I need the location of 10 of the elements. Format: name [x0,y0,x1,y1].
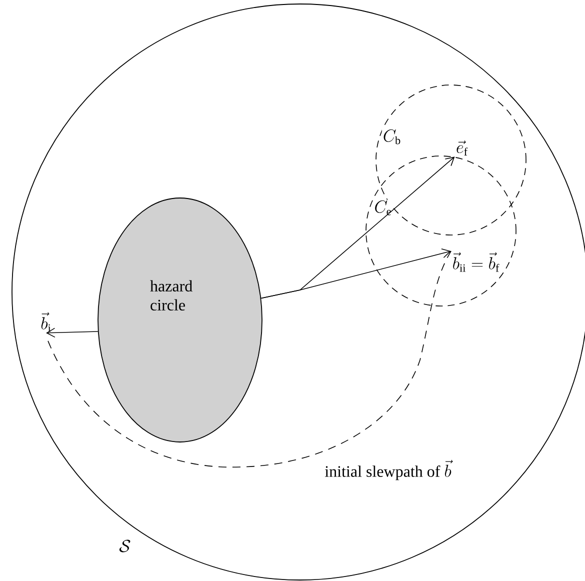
edge-label: $\mbox{initial slewpath of }\vec{b}$ [324,458,453,482]
circle-label: $C_{\mathrm{e}}$ [373,200,393,216]
region-label: $\mathcal{S}$ [119,540,130,552]
arrow [46,328,98,338]
circle-label: $C_{\mathrm{b}}$ [382,128,402,146]
vector-label: $\vec{b}_{\mathrm{i}}$ [41,312,51,332]
vector-label: $\vec{b}_{\mathrm{ii}}=\vec{b}_{\mathrm{f}}$ [453,252,500,272]
slewpath-line [48,250,452,468]
vector-label: $\vec{e}_{\mathrm{f}}$ [456,140,468,156]
arrow [260,248,452,299]
